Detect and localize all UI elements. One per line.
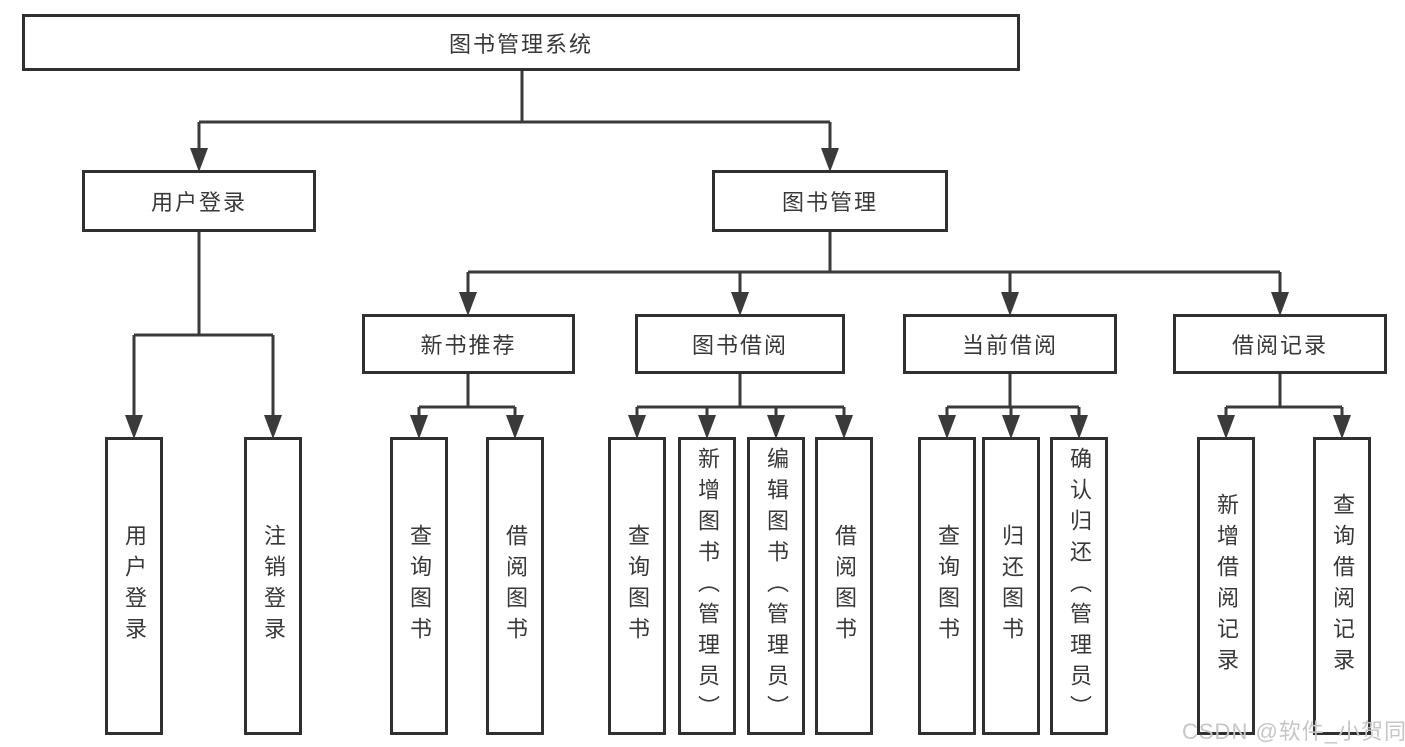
leaf-edit-book-admin-label: 编辑图书（管理员） [764, 446, 789, 726]
node-user-login-label: 用户登录 [150, 190, 247, 215]
leaf-borrow-books-1: 借阅图书 [486, 437, 544, 735]
leaf-query-books-2-label: 查询图书 [625, 524, 650, 648]
node-root-label: 图书管理系统 [448, 31, 593, 57]
connector-borrow-split [635, 374, 846, 417]
node-borrowing-records-label: 借阅记录 [1231, 333, 1328, 358]
leaf-add-book-admin-label: 新增图书（管理员） [695, 446, 720, 726]
leaf-edit-book-admin: 编辑图书（管理员） [747, 437, 805, 735]
connector-records-split [1224, 374, 1344, 417]
node-user-login: 用户登录 [82, 170, 316, 232]
leaf-confirm-return-admin-label: 确认归还（管理员） [1067, 446, 1092, 726]
node-current-borrowing-label: 当前借阅 [961, 333, 1058, 358]
leaf-query-books-2: 查询图书 [608, 437, 666, 735]
connector-newbooks-split [417, 374, 517, 417]
leaf-query-books-1-label: 查询图书 [407, 524, 432, 648]
leaf-borrow-books-2-label: 借阅图书 [832, 524, 857, 648]
leaf-logout: 注销登录 [244, 437, 302, 735]
leaf-add-borrow-record-label: 新增借阅记录 [1214, 493, 1239, 679]
leaf-borrow-books-1-label: 借阅图书 [503, 524, 528, 648]
leaf-add-book-admin: 新增图书（管理员） [678, 437, 736, 735]
node-new-book-recommend-label: 新书推荐 [420, 333, 517, 358]
leaf-add-borrow-record: 新增借阅记录 [1197, 437, 1255, 735]
leaf-borrow-books-2: 借阅图书 [815, 437, 873, 735]
leaf-query-borrow-record: 查询借阅记录 [1313, 437, 1371, 735]
leaf-logout-label: 注销登录 [261, 524, 286, 648]
leaf-user-login: 用户登录 [105, 437, 163, 735]
leaf-query-books-1: 查询图书 [390, 437, 448, 735]
leaf-return-book-label: 归还图书 [999, 524, 1024, 648]
leaf-user-login-label: 用户登录 [122, 524, 147, 648]
arrowheads [125, 148, 1351, 439]
connector-login-split [132, 232, 275, 417]
leaf-return-book: 归还图书 [982, 437, 1040, 735]
node-book-borrowing-label: 图书借阅 [691, 333, 788, 358]
leaf-confirm-return-admin: 确认归还（管理员） [1050, 437, 1108, 735]
node-root: 图书管理系统 [22, 14, 1020, 71]
node-book-borrowing: 图书借阅 [635, 314, 845, 374]
leaf-query-books-3: 查询图书 [918, 437, 976, 735]
connector-current-split [945, 374, 1081, 417]
leaf-query-books-3-label: 查询图书 [935, 524, 960, 648]
connector-root-split [197, 71, 832, 152]
node-new-book-recommend: 新书推荐 [362, 314, 575, 374]
node-borrowing-records: 借阅记录 [1173, 314, 1387, 374]
node-book-management: 图书管理 [712, 170, 948, 232]
connector-mgmt-split [466, 232, 1282, 294]
leaf-query-borrow-record-label: 查询借阅记录 [1330, 493, 1355, 679]
node-current-borrowing: 当前借阅 [903, 314, 1117, 374]
node-book-management-label: 图书管理 [781, 190, 878, 215]
